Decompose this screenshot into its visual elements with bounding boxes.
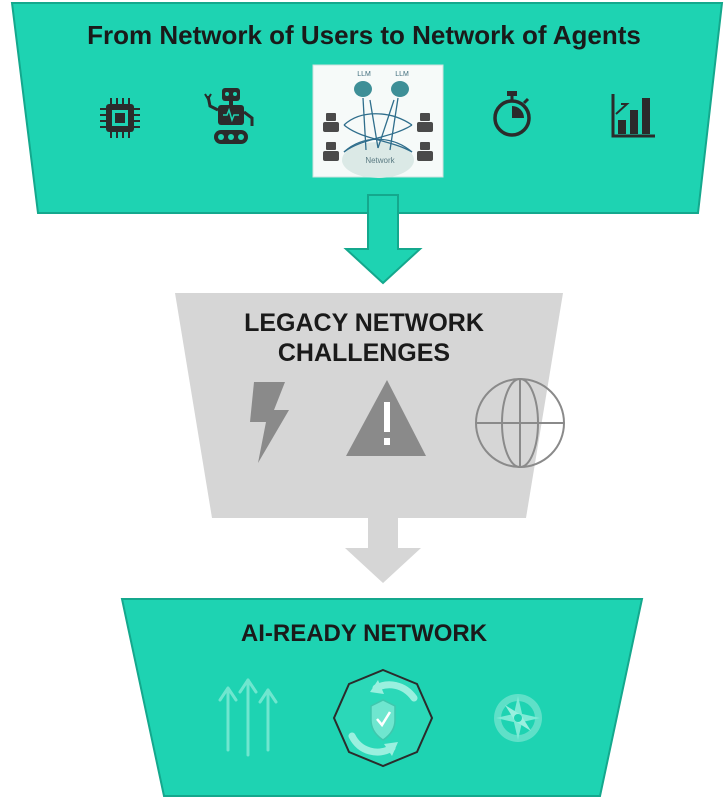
inset-llm-label-2: LLM — [395, 71, 409, 78]
agent-network-illustration: LLM LLM Network — [312, 64, 444, 178]
brain-icon — [391, 81, 409, 97]
brain-icon — [354, 81, 372, 97]
robot-icon — [204, 88, 254, 144]
transition-arrow-teal — [343, 194, 423, 285]
stopwatch-icon — [493, 91, 531, 137]
inset-network-label: Network — [365, 156, 395, 165]
growth-chart-icon — [611, 94, 655, 138]
lightning-icon — [250, 382, 289, 463]
shield-refresh-icon — [332, 668, 434, 768]
middle-panel-title: LEGACY NETWORK CHALLENGES — [244, 309, 484, 367]
warning-icon — [346, 380, 426, 456]
inset-llm-label-1: LLM — [357, 71, 371, 78]
chip-icon — [100, 98, 140, 138]
upward-arrows-icon — [218, 678, 278, 757]
globe-icon — [475, 378, 565, 468]
compass-icon — [494, 694, 542, 742]
middle-panel-shape — [175, 293, 563, 518]
top-panel-title: From Network of Users to Network of Agen… — [87, 20, 641, 50]
transition-arrow-gray — [345, 518, 421, 583]
bottom-panel-title: AI-READY NETWORK — [240, 620, 488, 647]
